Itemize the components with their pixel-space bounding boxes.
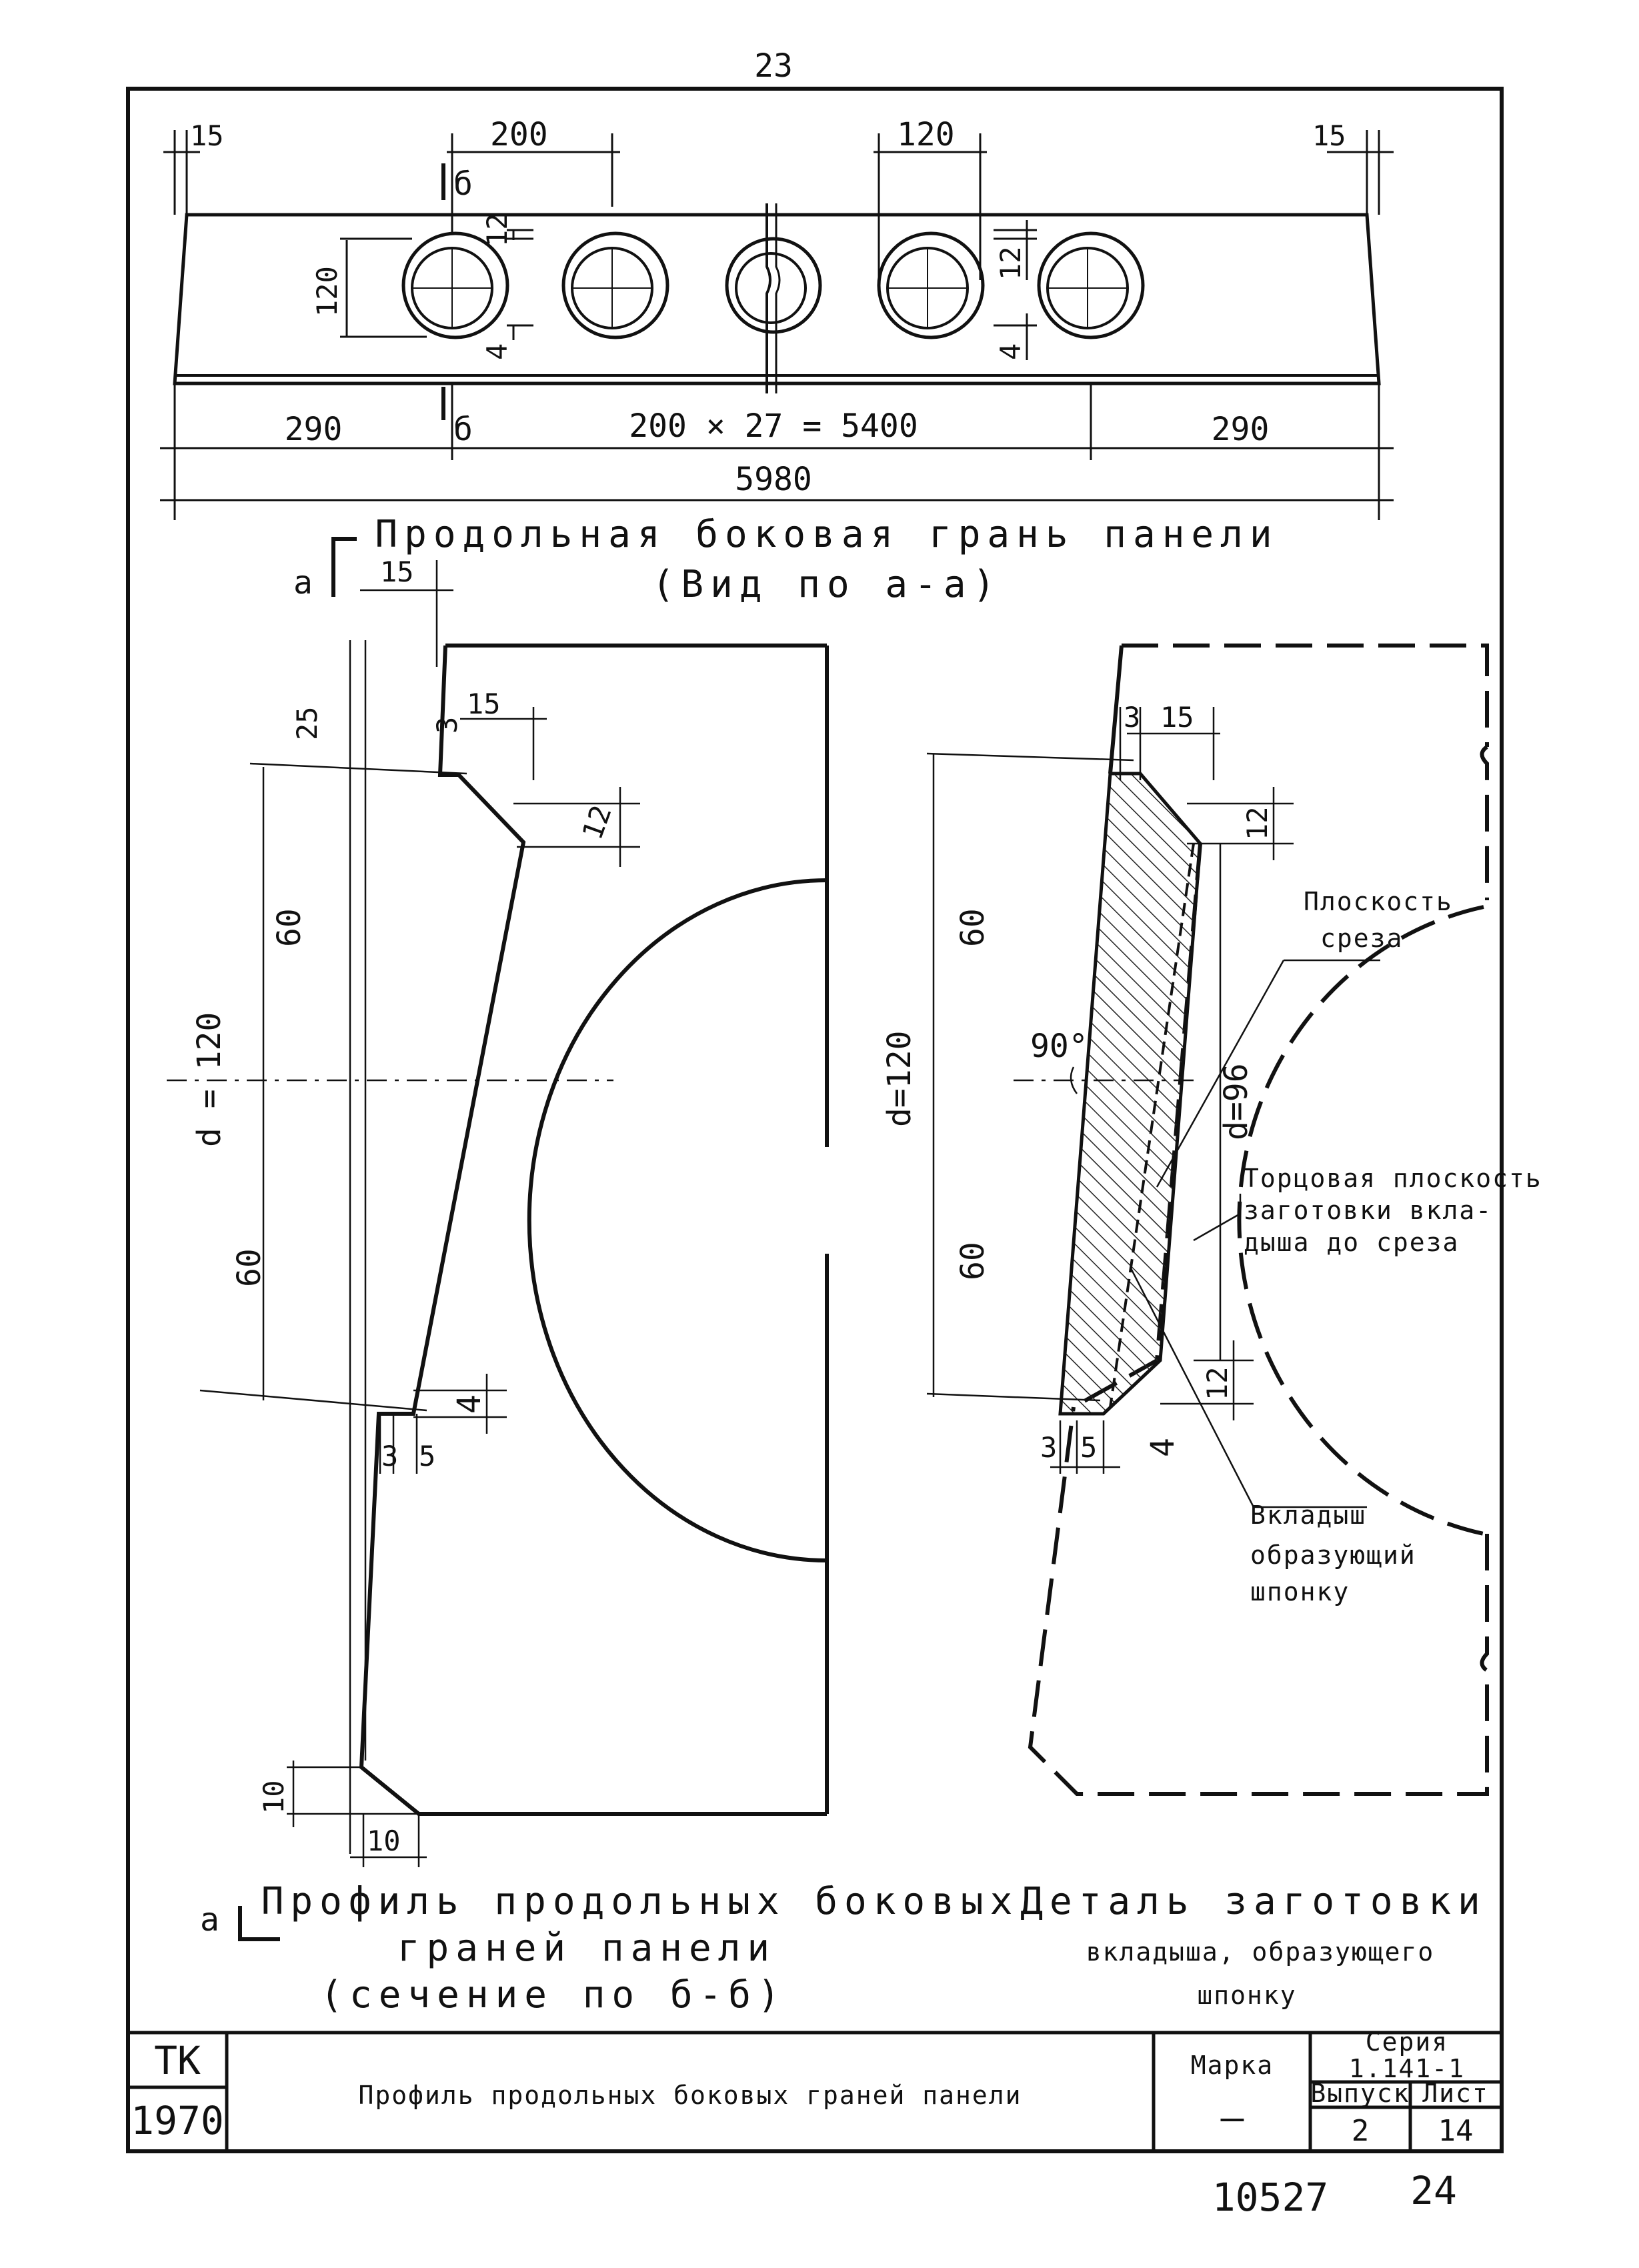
hole (401, 231, 509, 339)
dim-5-right: 5 (1080, 1431, 1097, 1464)
year: 1970 (131, 2098, 224, 2143)
series-value: 1.141-1 (1349, 2054, 1465, 2083)
dim-gap-top: 12 (481, 213, 513, 247)
dim-12-top-right: 12 (1241, 806, 1274, 840)
top-view: 15 15 200 120 120 12 12 4 4 б б 290 200 … (160, 116, 1394, 606)
dim-offset-left: 4 (481, 343, 513, 360)
hole (877, 231, 985, 339)
note-end-plane-2: заготовки вкла- (1244, 1196, 1492, 1225)
section-mark-bottom: б (453, 411, 473, 448)
issue-value: 2 (1352, 2114, 1370, 2148)
view-mark-bottom: а (200, 1901, 219, 1939)
dim-60-top: 60 (271, 908, 308, 947)
hole (561, 231, 669, 339)
dim-10-horizontal: 10 (367, 1825, 401, 1857)
right-insert-detail: 3 15 12 60 d=120 90° d=96 60 12 3 5 4 Пл… (881, 644, 1542, 2010)
dim-diameter-outer: d=120 (881, 1031, 918, 1128)
dim-3-top: 3 (431, 717, 463, 734)
dim-60-bottom: 60 (231, 1248, 268, 1287)
view-mark-top: а (293, 564, 313, 602)
footer-right-number: 24 (1410, 2168, 1457, 2213)
left-profile-detail: а а 15 25 3 15 12 60 d = 120 60 4 3 5 10… (167, 537, 1020, 2017)
dim-12: 12 (575, 801, 617, 844)
dim-right-edge: 15 (1312, 119, 1346, 152)
top-view-caption-sub: (Вид по а-а) (652, 563, 1002, 606)
dim-3-top-right: 3 (1124, 701, 1140, 734)
issue-label: Выпуск (1310, 2079, 1410, 2108)
dim-gap-right: 12 (994, 246, 1027, 280)
note-cut-plane-1: Плоскость (1304, 887, 1453, 916)
dim-60-top-right: 60 (954, 908, 992, 947)
dim-top-15: 15 (380, 555, 414, 588)
dim-left-len: 290 (285, 411, 343, 448)
page-number: 23 (754, 47, 793, 85)
dim-left-edge: 15 (190, 119, 224, 152)
series-label: Серия (1366, 2027, 1448, 2057)
right-caption-1: Деталь заготовки (1020, 1880, 1486, 1923)
left-caption-3: (сечение по б-б) (320, 1973, 786, 2017)
note-insert-1: Вкладыш (1250, 1500, 1366, 1530)
dim-25: 25 (291, 706, 323, 740)
dim-total-len: 5980 (735, 461, 812, 498)
sheet-frame (126, 87, 1504, 2153)
dim-right-len: 290 (1212, 411, 1270, 448)
dim-4: 4 (451, 1394, 488, 1414)
sheet-title: Профиль продольных боковых граней панели (358, 2081, 1022, 2110)
dim-middle-len: 200 × 27 = 5400 (629, 407, 918, 445)
dim-pitch: 200 (490, 116, 548, 153)
dim-10-vertical: 10 (257, 1780, 290, 1814)
left-caption-2: граней панели (397, 1927, 776, 1970)
left-caption-1: Профиль продольных боковых (261, 1880, 1020, 1923)
footer-left-number: 10527 (1212, 2175, 1329, 2220)
dim-5: 5 (419, 1440, 435, 1472)
dim-15: 15 (467, 688, 501, 720)
section-mark-top: б (453, 165, 473, 203)
dim-height: 120 (311, 266, 343, 317)
note-insert-3: шпонку (1250, 1577, 1350, 1606)
mark-value: — (1221, 2095, 1244, 2140)
dim-diameter-inner: d=96 (1218, 1063, 1255, 1140)
dim-hole-outer: 120 (897, 116, 955, 153)
note-end-plane-1: Торцовая плоскость (1244, 1164, 1542, 1193)
dim-60-bottom-right: 60 (954, 1242, 992, 1280)
mark-label: Марка (1191, 2051, 1274, 2080)
note-cut-plane-2: среза (1320, 924, 1403, 953)
top-view-caption: Продольная боковая грань панели (375, 513, 1278, 556)
title-block (128, 2031, 1502, 2151)
sheet-value: 14 (1438, 2114, 1474, 2148)
dim-diameter: d = 120 (191, 1012, 228, 1147)
top-dimension-lines (160, 130, 1394, 520)
dim-12-bottom-right: 12 (1201, 1366, 1234, 1400)
right-caption-2: вкладыша, образующего (1086, 1937, 1434, 1967)
insert-hatched-area (1058, 772, 1202, 1416)
sheet-label: Лист (1422, 2079, 1489, 2108)
hole (1037, 231, 1145, 339)
dim-3-right: 3 (1040, 1431, 1057, 1464)
dim-angle: 90° (1030, 1028, 1088, 1065)
org-code: ТК (154, 2038, 201, 2083)
dim-offset-right: 4 (994, 343, 1027, 360)
dim-3: 3 (381, 1440, 398, 1472)
note-insert-2: образующий (1250, 1540, 1416, 1570)
dim-4-right: 4 (1144, 1438, 1182, 1457)
dim-15-right: 15 (1160, 701, 1194, 734)
hole-break (725, 203, 822, 393)
note-end-plane-3: дыша до среза (1244, 1228, 1459, 1257)
right-caption-3: шпонку (1197, 1981, 1296, 2010)
